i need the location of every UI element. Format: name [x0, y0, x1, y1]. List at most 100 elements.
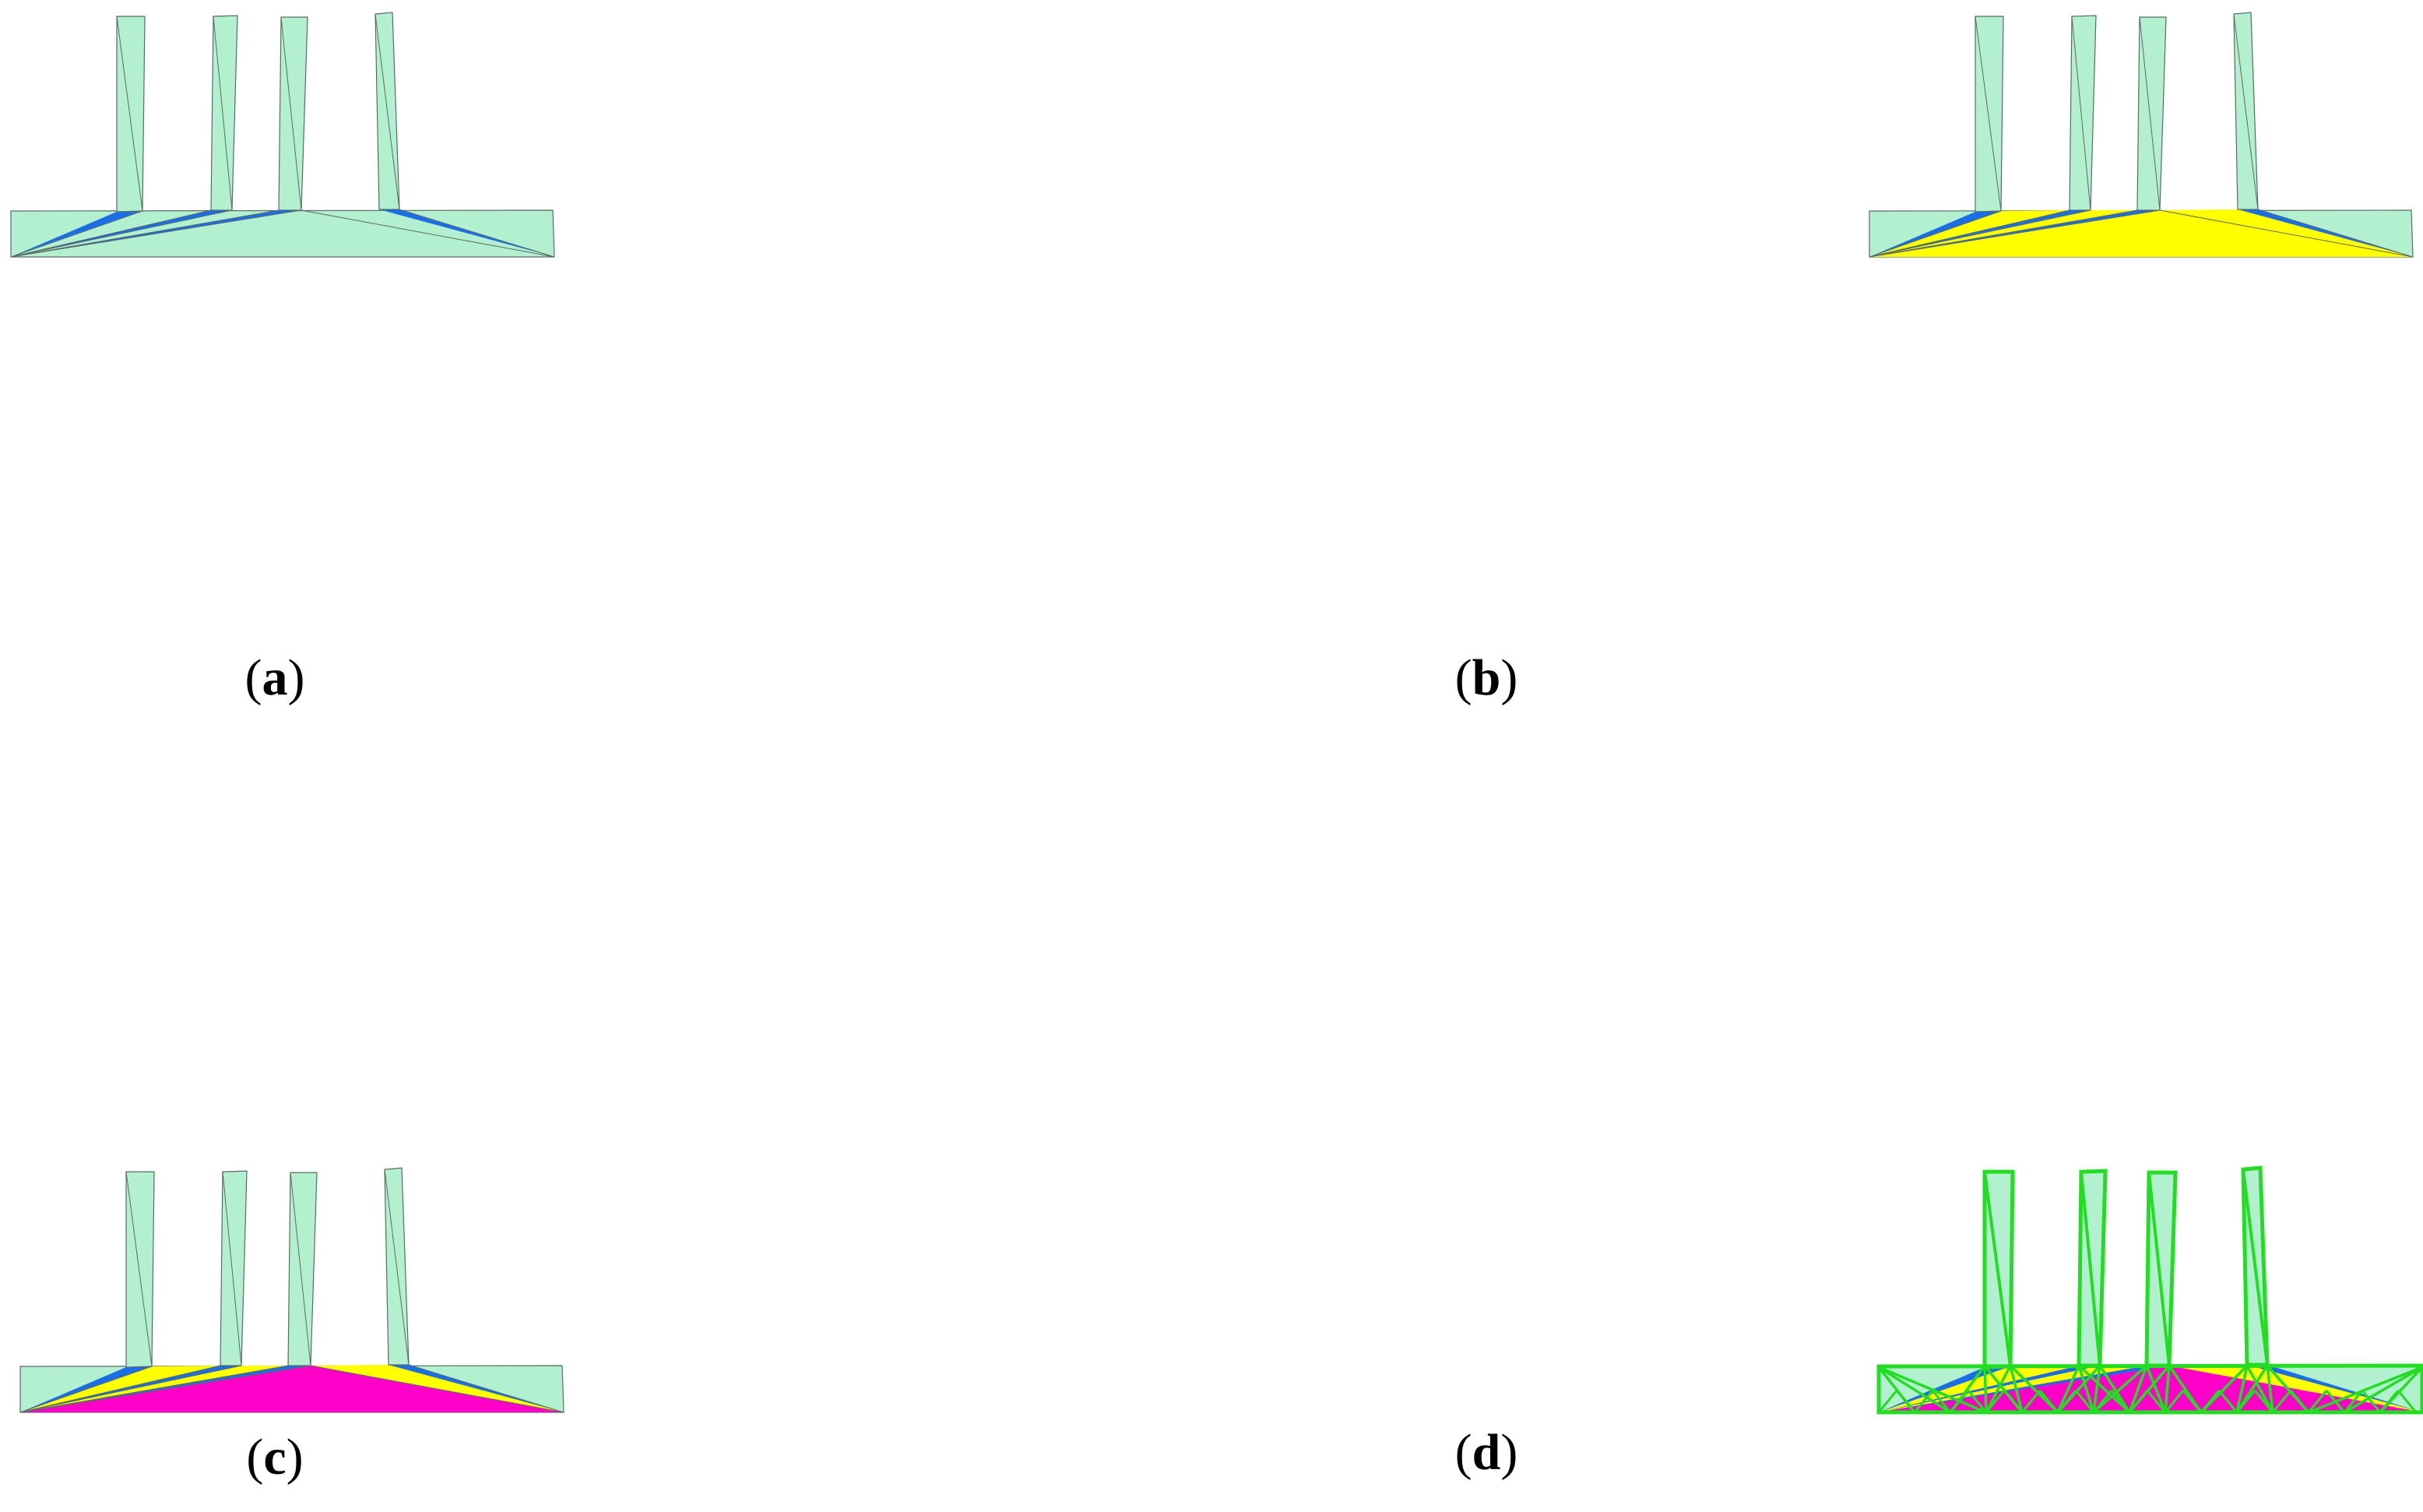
mesh-base-b [1869, 12, 2414, 258]
panel-b: (b) [1212, 0, 2423, 756]
green-mesh-edge-31 [1877, 1390, 1898, 1413]
caption-a: (a) [244, 649, 305, 706]
rib-3 [2136, 16, 2167, 211]
rib-diagonal-3 [2139, 16, 2161, 211]
fan-edge-1 [10, 210, 143, 258]
green-mesh-edge-35 [1949, 1390, 1970, 1413]
fan-edge-6 [2159, 209, 2414, 258]
rib-diagonal-4 [2242, 1169, 2269, 1366]
rib-diagonal-4 [384, 1169, 410, 1366]
green-mesh-edge-14 [2128, 1365, 2148, 1413]
rib-diagonal-1 [1983, 1171, 2012, 1367]
green-mesh-edge-2 [1983, 1365, 1988, 1413]
rib-diagonal-1 [116, 16, 143, 212]
green-mesh-edge-43 [2092, 1390, 2113, 1413]
green-mesh-edge-21 [2245, 1365, 2274, 1413]
green-mesh-edge-59 [2379, 1390, 2400, 1413]
fan-edge-2 [10, 209, 212, 258]
green-mesh-edge-58 [2361, 1390, 2382, 1413]
fan-edge-5 [1869, 209, 2161, 258]
green-mesh-edge-41 [2056, 1390, 2077, 1413]
fan-edge-4 [1869, 209, 2138, 258]
mesh-base-c [19, 1167, 564, 1413]
green-mesh-edge-20 [2235, 1365, 2249, 1413]
caption-c: (c) [246, 1429, 304, 1486]
mesh-diagram-c [19, 1167, 564, 1413]
rib-diagonal-2 [222, 1171, 242, 1366]
green-mesh-edge-15 [2145, 1365, 2167, 1413]
mesh-base-d [1876, 1166, 2423, 1415]
rib-diagonal-1 [125, 1171, 153, 1367]
magenta-region [20, 1366, 564, 1412]
green-mesh-edge-54 [2289, 1390, 2310, 1413]
rib-3 [287, 1172, 318, 1366]
fan-edge-3 [1869, 209, 2091, 258]
green-mesh-edge-39 [2020, 1390, 2041, 1413]
green-mesh-edge-37 [1985, 1390, 2006, 1413]
green-mesh-edge-6 [2009, 1364, 2059, 1414]
green-mesh-edge-13 [2092, 1364, 2148, 1414]
green-mesh-edge-49 [2200, 1390, 2221, 1413]
green-mesh-edge-51 [2235, 1390, 2256, 1413]
green-mesh-edge-9 [2077, 1364, 2131, 1414]
rib-diagonal-2 [2080, 1171, 2101, 1366]
green-mesh-edge-7 [2056, 1365, 2080, 1413]
green-mesh-edge-38 [2003, 1390, 2024, 1413]
blue-wedge-4 [379, 209, 554, 257]
green-mesh-edge-44 [2110, 1390, 2131, 1413]
rib-diagonal-2 [2071, 16, 2091, 211]
mesh-base-a [10, 12, 555, 258]
green-mesh-edge-29 [2344, 1366, 2423, 1414]
green-mesh-edge-27 [1878, 1366, 1987, 1414]
fan-edge-1 [1869, 210, 2002, 258]
green-mesh-edge-32 [1895, 1390, 1916, 1413]
fan-edge-6 [310, 1365, 564, 1413]
rib-diagonal-2 [213, 16, 233, 211]
fan-edge-1 [19, 1366, 153, 1413]
blue-wedge-4 [2238, 209, 2413, 257]
green-mesh-edge-23 [2266, 1365, 2274, 1413]
green-mesh-edge-48 [2182, 1390, 2203, 1413]
green-mesh-edge-53 [2271, 1390, 2292, 1413]
green-mesh-edge-36 [1967, 1390, 1988, 1413]
blue-wedge-4 [2247, 1365, 2422, 1412]
green-mesh-edge-11 [2092, 1365, 2101, 1413]
rib-2 [220, 1170, 248, 1366]
blue-wedge-3 [1879, 1366, 2169, 1412]
rib-diagonal-4 [375, 13, 400, 210]
green-mesh-edge-50 [2217, 1390, 2238, 1413]
blue-wedge-1 [1879, 1366, 2010, 1412]
fan-edge-2 [19, 1365, 221, 1413]
green-mesh-edge-60 [2397, 1390, 2418, 1413]
mesh-diagram-a [10, 12, 555, 258]
fan-edge-3 [10, 209, 233, 258]
panel-a: (a) [0, 0, 1212, 756]
fan-edge-4 [19, 1365, 289, 1413]
rib-diagonal-3 [290, 1172, 311, 1366]
green-mesh-edge-42 [2074, 1390, 2095, 1413]
rib-diagonal-3 [2147, 1172, 2171, 1366]
fan-edge-3 [19, 1365, 242, 1413]
fan-edge-4 [10, 209, 280, 258]
mesh-diagram-b [1869, 12, 2414, 258]
green-mesh-edge-52 [2253, 1390, 2274, 1413]
rib-3 [278, 16, 308, 211]
green-mesh-edge-4 [1985, 1365, 2012, 1413]
green-mesh-edge-46 [2146, 1390, 2167, 1413]
mesh-diagram-d [1876, 1166, 2423, 1415]
rib-diagonal-4 [2233, 13, 2259, 210]
panel-d: (d) [1212, 756, 2423, 1512]
green-slab-outline [1876, 1363, 2423, 1415]
rib-2 [210, 15, 238, 211]
fan-edge-6 [301, 209, 555, 258]
caption-b: (b) [1454, 649, 1518, 706]
green-mesh-edge-34 [1931, 1390, 1952, 1413]
fan-edge-2 [1869, 209, 2070, 258]
blue-wedge-4 [389, 1365, 564, 1412]
caption-d: (d) [1454, 1424, 1518, 1481]
rib-diagonal-1 [1975, 16, 2002, 212]
fan-edge-7 [408, 1364, 564, 1413]
green-mesh-edge-8 [2077, 1365, 2095, 1413]
green-mesh-edge-55 [2307, 1390, 2328, 1413]
rib-diagonal-3 [280, 16, 302, 211]
